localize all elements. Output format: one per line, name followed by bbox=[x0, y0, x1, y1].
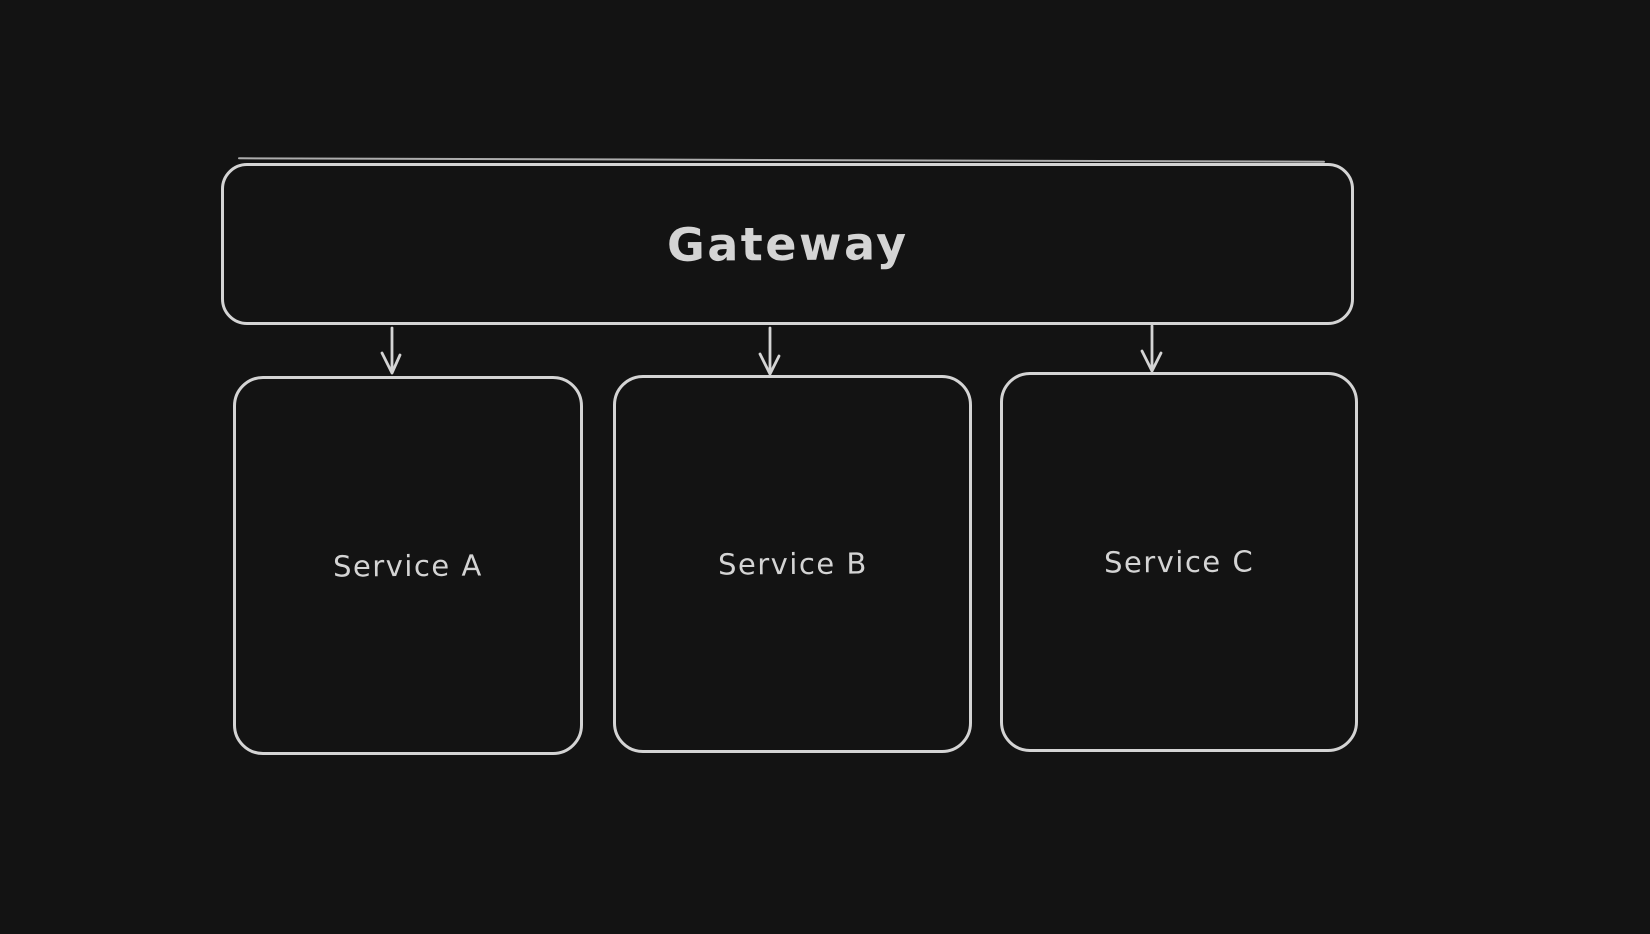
gateway-node[interactable]: Gateway bbox=[221, 163, 1354, 325]
service-c-node-label: Service C bbox=[1103, 544, 1255, 580]
gateway-node-label: Gateway bbox=[666, 216, 909, 272]
service-a-node-label: Service A bbox=[333, 547, 483, 584]
service-c-node[interactable]: Service C bbox=[1000, 372, 1358, 752]
service-a-node[interactable]: Service A bbox=[233, 376, 583, 755]
arrow-gateway-to-service-a[interactable] bbox=[380, 326, 402, 375]
arrow-gateway-to-service-c[interactable] bbox=[1140, 324, 1163, 373]
service-b-node-label: Service B bbox=[717, 546, 868, 582]
arrow-gateway-to-service-b[interactable] bbox=[758, 326, 781, 376]
service-b-node[interactable]: Service B bbox=[613, 375, 972, 753]
